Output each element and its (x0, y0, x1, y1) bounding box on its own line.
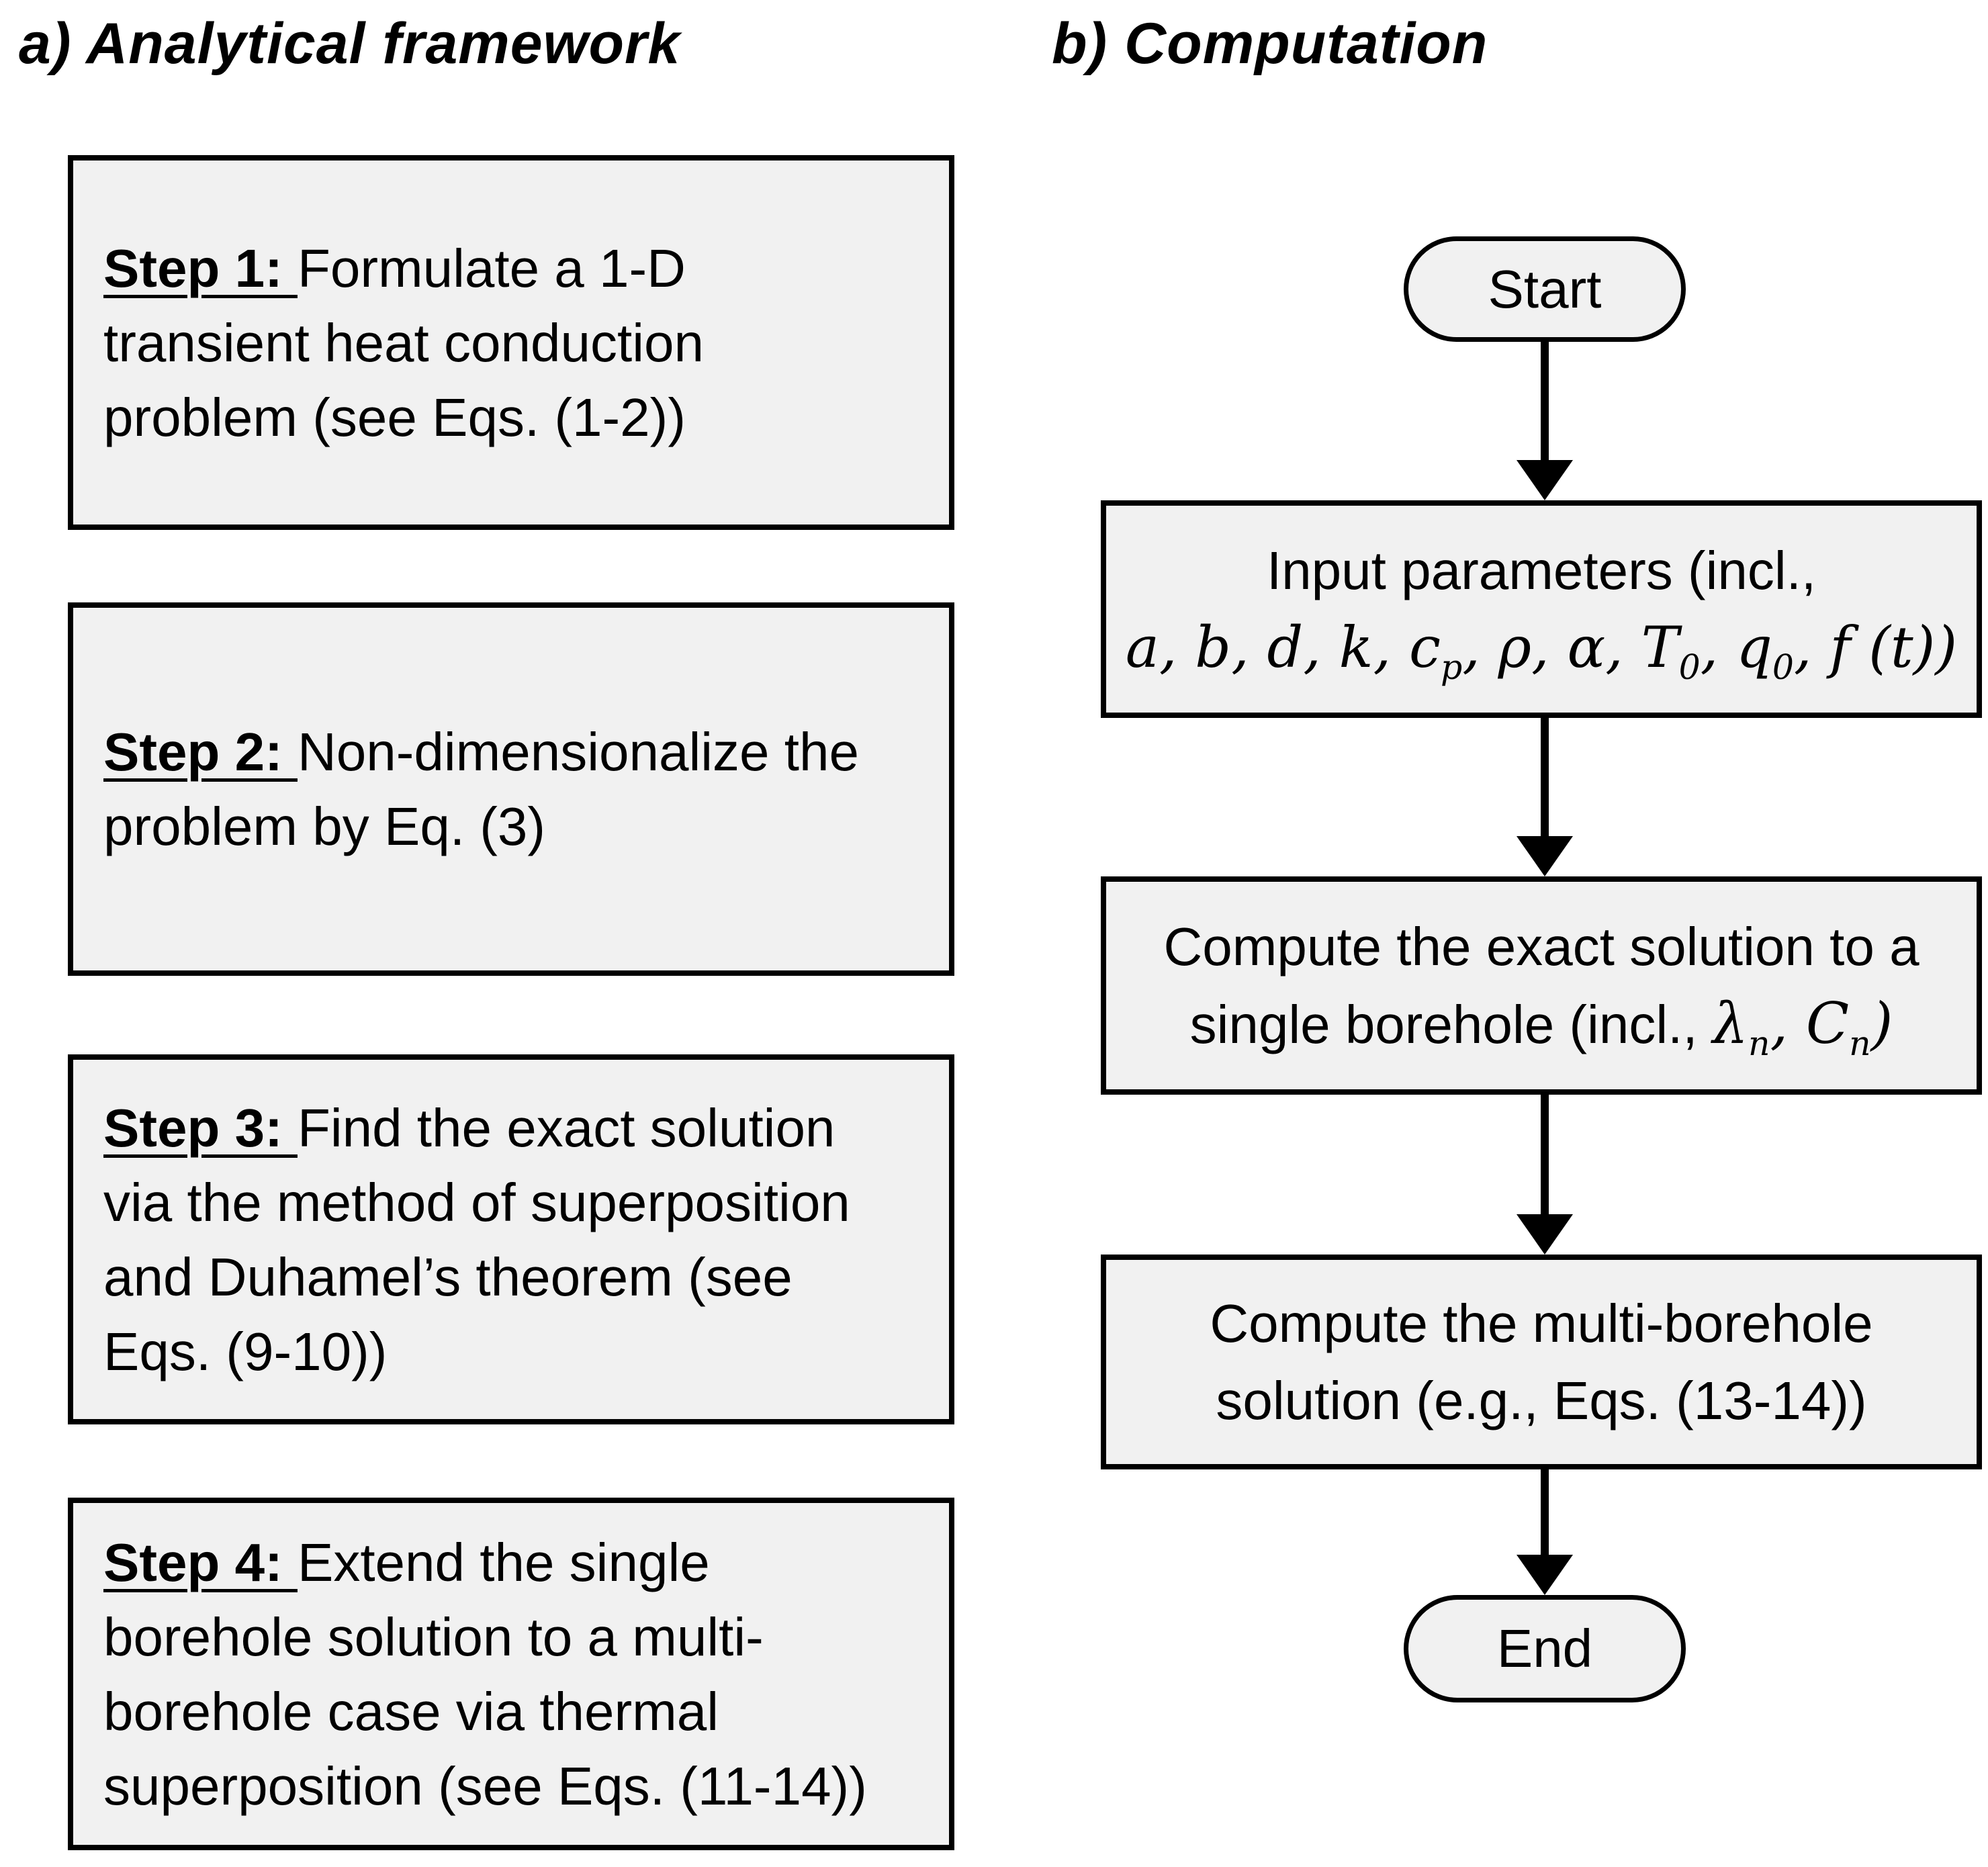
math-part: , C (1770, 991, 1850, 1056)
math-part: ) (1870, 991, 1893, 1056)
flow-box-multi-borehole: Compute the multi-borehole solution (e.g… (1101, 1255, 1982, 1469)
step-3-text: Find the exact solution (297, 1097, 835, 1158)
arrow-line (1541, 1467, 1549, 1556)
arrow-line (1541, 715, 1549, 837)
panel-a-title: a) Analytical framework (19, 11, 681, 76)
arrowhead-down-icon (1517, 1214, 1573, 1255)
step-1-line-3: problem (see Eqs. (1-2)) (103, 387, 686, 447)
single-borehole-text: single borehole (incl., (1189, 995, 1713, 1054)
step-3-line-1: Step 3: Find the exact solution (103, 1091, 919, 1165)
math-subscript: 0 (1678, 647, 1701, 687)
step-3-box: Step 3: Find the exact solution via the … (68, 1054, 954, 1424)
step-3-label: Step 3: (103, 1097, 298, 1158)
flow-start-node: Start (1404, 236, 1686, 342)
math-part: a, b, d, k, c (1125, 614, 1441, 680)
step-2-line-1: Step 2: Non-dimensionalize the (103, 715, 919, 789)
step-3-line-4: Eqs. (9-10)) (103, 1321, 388, 1381)
step-1-box: Step 1: Formulate a 1-D transient heat c… (68, 155, 954, 530)
single-borehole-line-1: Compute the exact solution to a (1163, 917, 1919, 976)
math-part: , q (1700, 614, 1772, 680)
step-1-label: Step 1: (103, 238, 298, 298)
step-2-box: Step 2: Non-dimensionalize the problem b… (68, 602, 954, 976)
step-4-line-2: borehole solution to a multi- (103, 1606, 764, 1667)
step-4-label: Step 4: (103, 1532, 298, 1592)
panel-b-title: b) Computation (1052, 11, 1488, 76)
input-parameters-line-1: Input parameters (incl., (1266, 541, 1817, 600)
arrowhead-down-icon (1517, 1555, 1573, 1595)
flow-box-single-borehole: Compute the exact solution to a single b… (1101, 876, 1982, 1095)
step-4-line-4: superposition (see Eqs. (11-14)) (103, 1756, 867, 1816)
step-4-line-1: Step 4: Extend the single (103, 1525, 919, 1600)
step-1-line-1: Step 1: Formulate a 1-D (103, 231, 919, 306)
math-part: , f (t)) (1793, 614, 1958, 680)
arrowhead-down-icon (1517, 836, 1573, 876)
flow-box-input-parameters: Input parameters (incl., a, b, d, k, cp,… (1101, 500, 1982, 718)
math-part: λ (1712, 991, 1749, 1056)
step-2-line-2: problem by Eq. (3) (103, 796, 546, 856)
arrow-line (1541, 1092, 1549, 1216)
step-2-text: Non-dimensionalize the (297, 722, 859, 782)
step-1-line-2: transient heat conduction (103, 312, 704, 373)
arrow-line (1541, 339, 1549, 461)
step-4-text: Extend the single (297, 1532, 710, 1592)
step-4-line-3: borehole case via thermal (103, 1681, 719, 1741)
step-2-label: Step 2: (103, 722, 298, 782)
step-4-box: Step 4: Extend the single borehole solut… (68, 1498, 954, 1850)
input-parameters-math: a, b, d, k, cp, ρ, α, T0, q0, f (t)) (1126, 609, 1957, 686)
math-subscript: 0 (1772, 647, 1794, 687)
math-subscript: n (1748, 1023, 1770, 1063)
flow-end-node: End (1404, 1595, 1686, 1702)
math-subscript: n (1849, 1023, 1871, 1063)
math-subscript: p (1441, 647, 1463, 687)
single-borehole-line-2: single borehole (incl., λn, Cn) (1190, 985, 1893, 1063)
step-1-text: Formulate a 1-D (297, 238, 686, 298)
multi-borehole-line-1: Compute the multi-borehole (1210, 1293, 1873, 1353)
multi-borehole-line-2: solution (e.g., Eqs. (13-14)) (1216, 1371, 1867, 1430)
step-3-line-3: and Duhamel’s theorem (see (103, 1246, 793, 1307)
step-3-line-2: via the method of superposition (103, 1172, 850, 1232)
math-part: , ρ, α, T (1462, 614, 1679, 680)
arrowhead-down-icon (1517, 460, 1573, 500)
